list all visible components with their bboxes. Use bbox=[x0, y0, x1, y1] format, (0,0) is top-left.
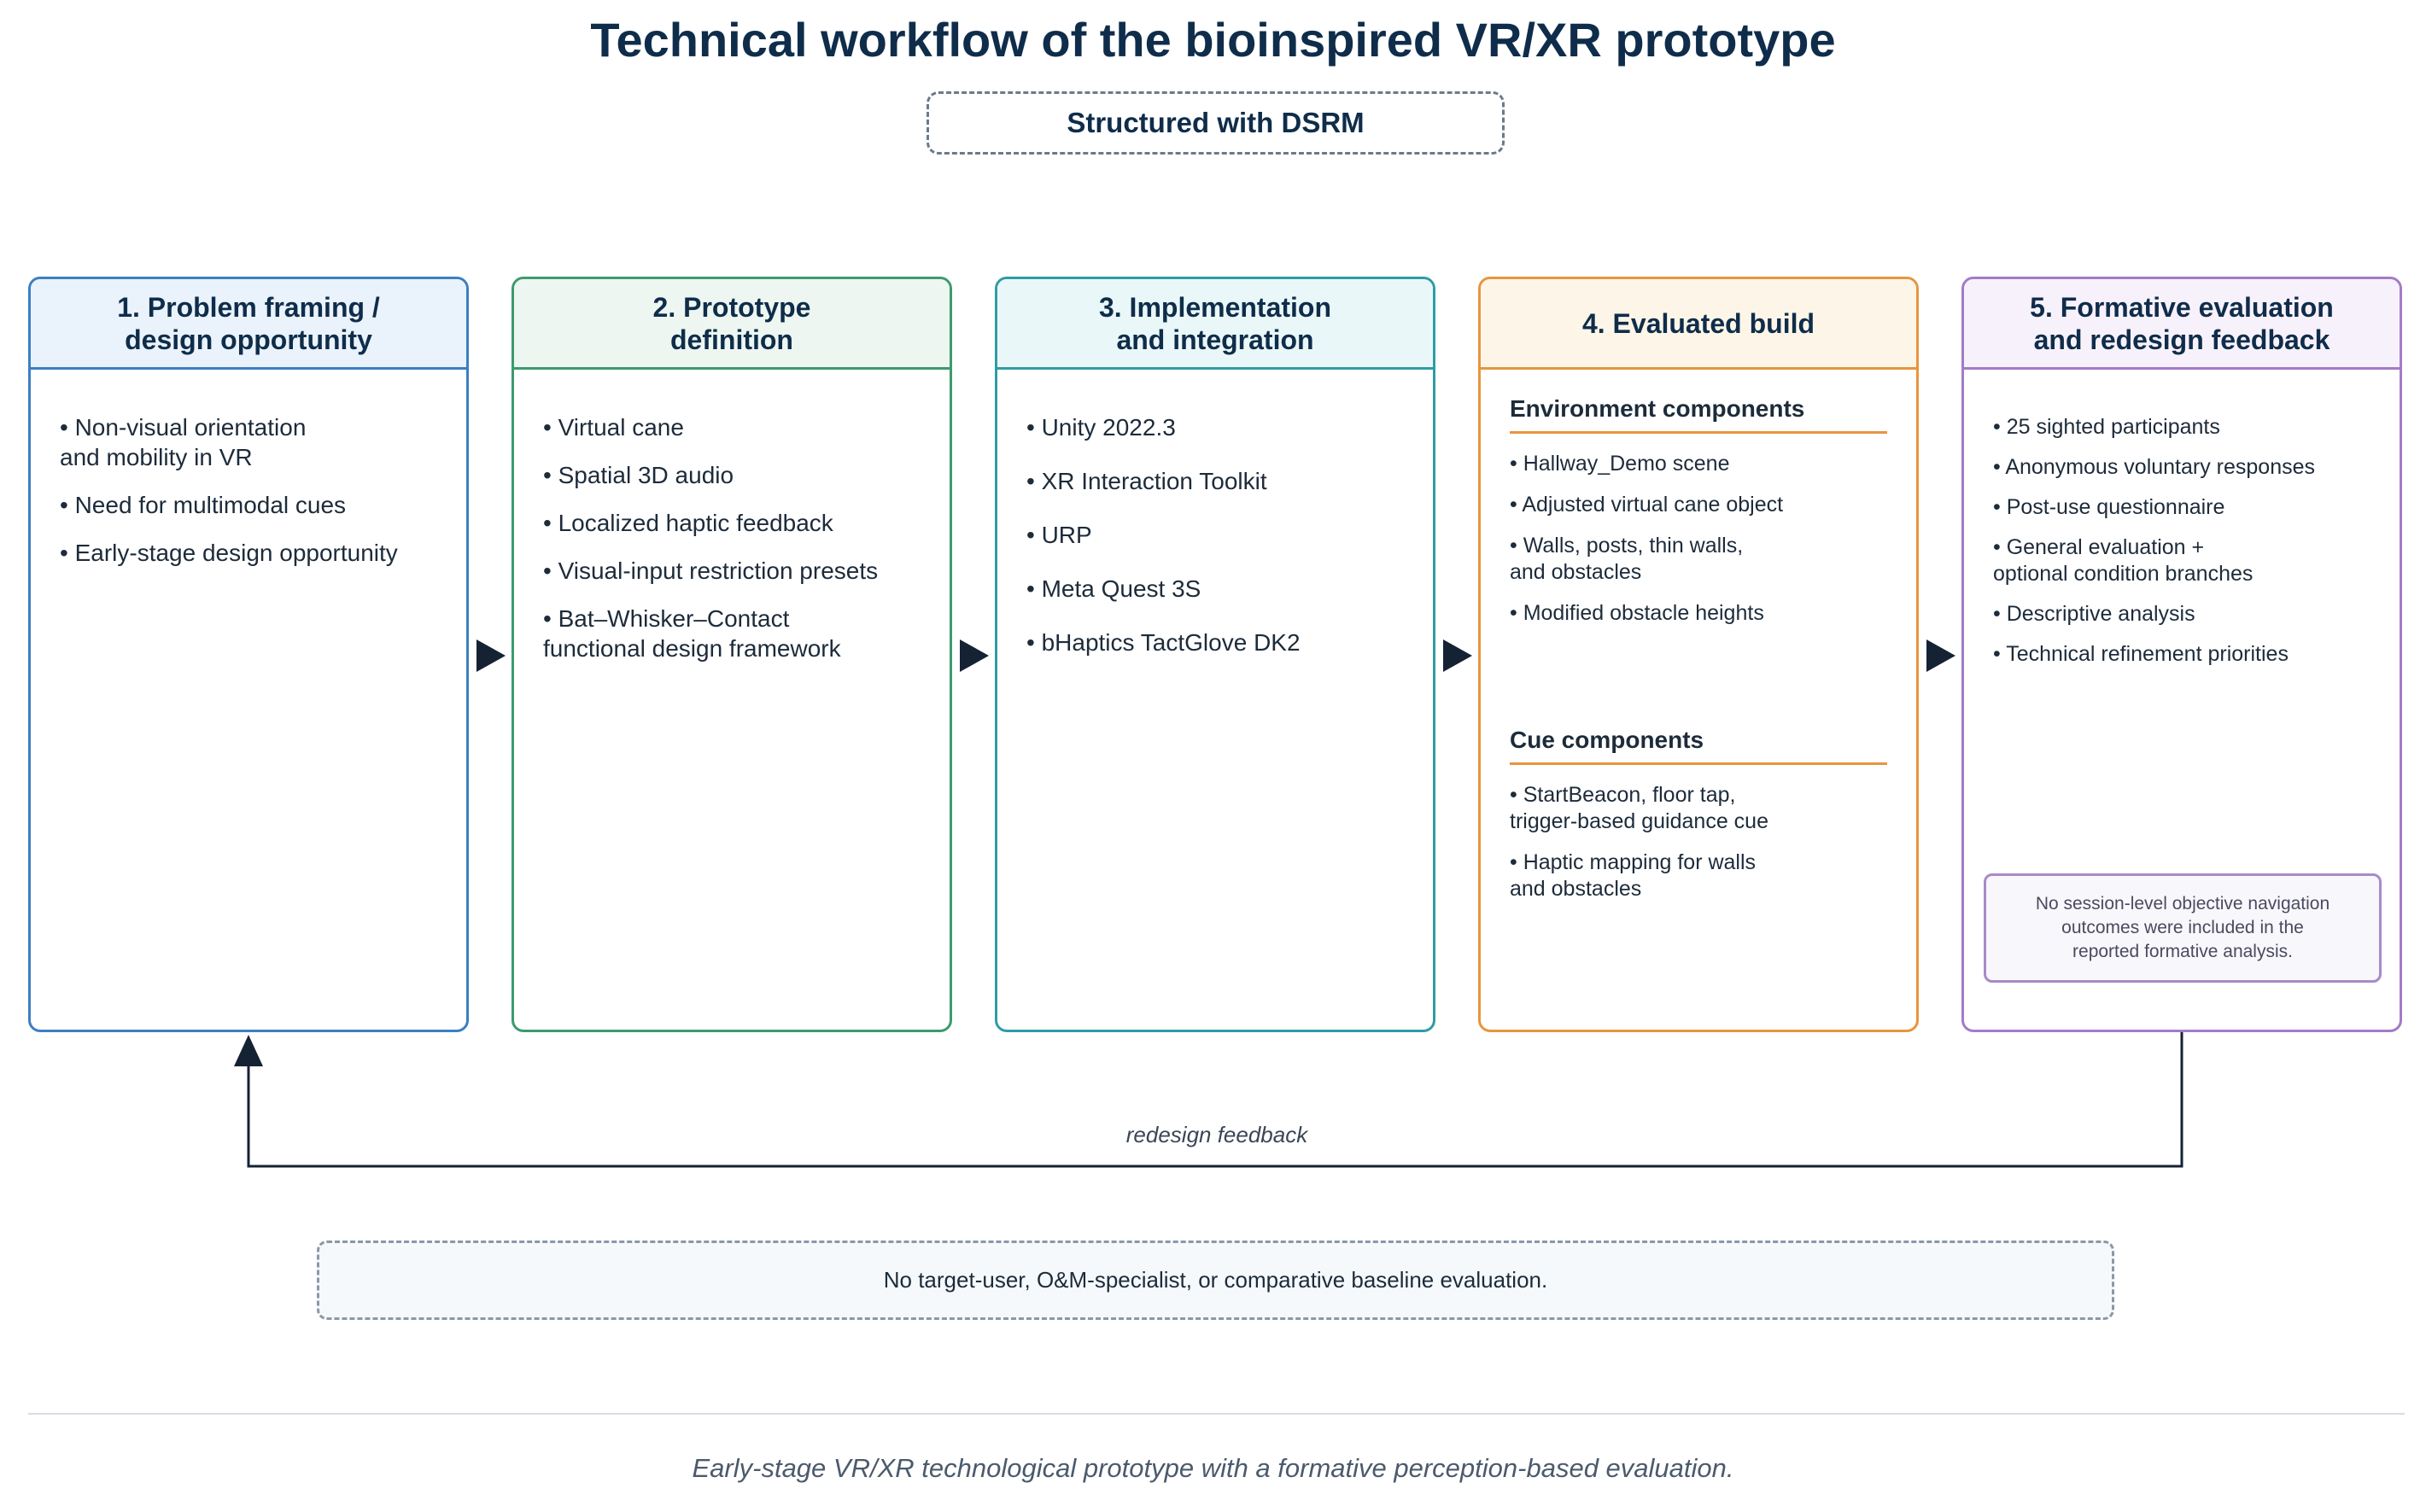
step-heading: 5. Formative evaluation and redesign fee… bbox=[1964, 279, 2400, 370]
list-item: • 25 sighted participants bbox=[1993, 415, 2220, 439]
list-item: • Early-stage design opportunity bbox=[60, 540, 398, 566]
list-item: • Walls, posts, thin walls, and obstacle… bbox=[1510, 534, 1744, 584]
list-item: • Meta Quest 3S bbox=[1026, 575, 1201, 602]
footer-caption: Early-stage VR/XR technological prototyp… bbox=[692, 1453, 1734, 1483]
cue-components-heading: Cue components bbox=[1510, 727, 1887, 765]
step-heading: 2. Prototype definition bbox=[514, 279, 950, 370]
flow-arrow-3-to-4 bbox=[1443, 639, 1472, 672]
step-box-implementation: 3. Implementation and integration • Unit… bbox=[995, 277, 1435, 1032]
list-item: • XR Interaction Toolkit bbox=[1026, 468, 1267, 494]
feedback-label: redesign feedback bbox=[1125, 1122, 1308, 1147]
list-item: • Haptic mapping for walls and obstacles bbox=[1510, 850, 1757, 901]
flow-arrow-4-to-5 bbox=[1926, 639, 1955, 672]
list-item: • URP bbox=[1026, 522, 1092, 548]
list-item: • Post-use questionnaire bbox=[1993, 495, 2225, 519]
feedback-arrowhead bbox=[234, 1035, 263, 1066]
list-item: • Virtual cane bbox=[543, 414, 684, 441]
list-item: • Bat–Whisker–Contact functional design … bbox=[543, 605, 841, 662]
flow-arrow-1-to-2 bbox=[476, 639, 506, 672]
step-box-evaluated-build: 4. Evaluated build Environment component… bbox=[1478, 277, 1919, 1032]
step-heading: 4. Evaluated build bbox=[1481, 279, 1916, 370]
list-item: • Non-visual orientation and mobility in… bbox=[60, 414, 307, 470]
step-heading: 3. Implementation and integration bbox=[997, 279, 1433, 370]
list-item: • General evaluation + optional conditio… bbox=[1993, 535, 2254, 586]
step-box-prototype-definition: 2. Prototype definition • Virtual cane •… bbox=[512, 277, 952, 1032]
flow-arrow-2-to-3 bbox=[960, 639, 989, 672]
list-item: • Spatial 3D audio bbox=[543, 462, 734, 488]
footer-divider bbox=[28, 1413, 2405, 1415]
dsrm-label-box: Structured with DSRM bbox=[927, 91, 1505, 155]
list-item: • Need for multimodal cues bbox=[60, 492, 347, 518]
list-item: • Modified obstacle heights bbox=[1510, 601, 1764, 625]
list-item: • Descriptive analysis bbox=[1993, 602, 2195, 626]
scope-limitation-box: No target-user, O&M-specialist, or compa… bbox=[317, 1241, 2114, 1320]
diagram-title: Technical workflow of the bioinspired VR… bbox=[590, 13, 1836, 67]
list-item: • bHaptics TactGlove DK2 bbox=[1026, 629, 1301, 656]
list-item: • Hallway_Demo scene bbox=[1510, 452, 1730, 476]
feedback-loop-line bbox=[247, 1032, 2183, 1168]
list-item: • Unity 2022.3 bbox=[1026, 414, 1176, 441]
list-item: • StartBeacon, floor tap, trigger-based … bbox=[1510, 783, 1768, 833]
list-item: • Localized haptic feedback bbox=[543, 510, 833, 536]
step-box-problem-framing: 1. Problem framing / design opportunity … bbox=[28, 277, 469, 1032]
environment-components-heading: Environment components bbox=[1510, 395, 1887, 434]
list-item: • Technical refinement priorities bbox=[1993, 642, 2289, 666]
step-heading: 1. Problem framing / design opportunity bbox=[31, 279, 466, 370]
list-item: • Visual-input restriction presets bbox=[543, 558, 879, 584]
list-item: • Adjusted virtual cane object bbox=[1510, 493, 1784, 517]
evaluation-limitation-note: No session-level objective navigation ou… bbox=[1984, 873, 2382, 983]
list-item: • Anonymous voluntary responses bbox=[1993, 455, 2316, 479]
